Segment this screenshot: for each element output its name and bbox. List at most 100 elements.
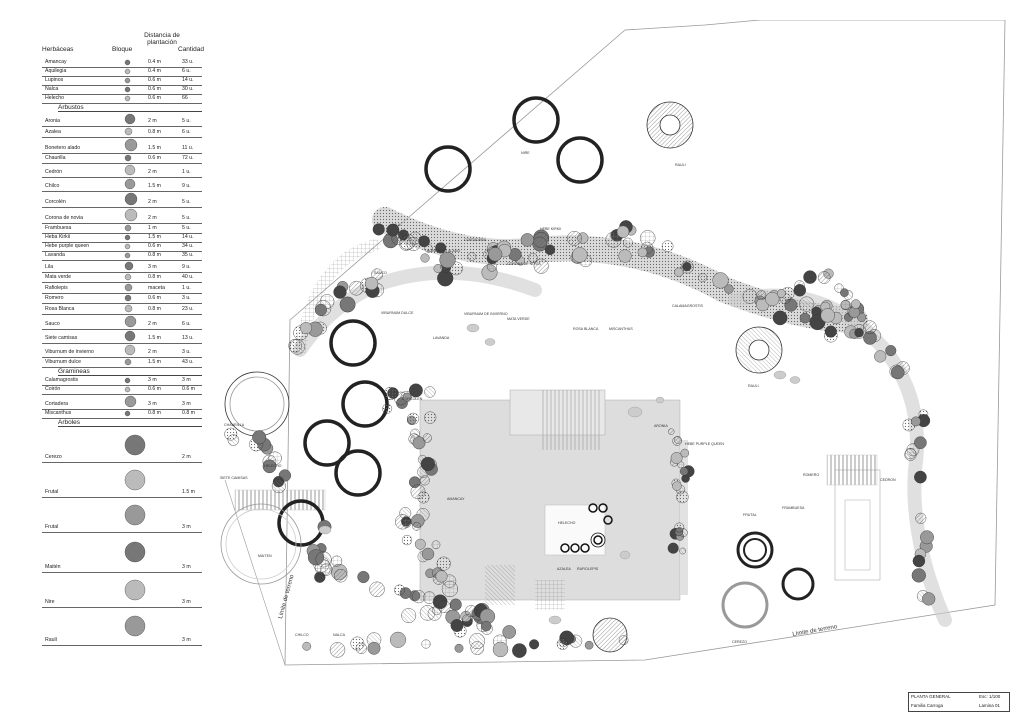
legend-distance: 0.8 m (148, 306, 161, 312)
legend-distance: 1 m (148, 225, 157, 231)
shrub-symbol (431, 540, 441, 550)
shrub-symbol (412, 521, 421, 531)
shrub-symbol (401, 518, 412, 528)
legend-quantity: 3 m (182, 377, 191, 383)
legend-plant-name: Chilco (45, 183, 60, 189)
shrub-symbol (680, 448, 690, 458)
shrub-symbol (914, 436, 927, 450)
plan-label: RAULI (748, 384, 759, 388)
legend-plant-name: Lavanda (45, 252, 65, 258)
legend-plant-name: Hebe purple queen (45, 243, 90, 249)
shrub-symbol (408, 383, 423, 398)
shrub-symbol (454, 643, 464, 653)
legend-distance: maceta (148, 285, 166, 291)
legend-distance: 2 m (148, 349, 157, 355)
legend-plant-name: Nalca (45, 86, 59, 92)
legend-symbol-icon (124, 330, 136, 342)
shrub-symbol (793, 284, 806, 297)
legend-symbol-icon (124, 541, 146, 563)
plan-label: ROSA BLANCA (573, 327, 599, 331)
legend-quantity: 3 u. (182, 349, 191, 355)
legend-quantity: 30 u. (182, 86, 194, 92)
legend-distance: 0.6 m (148, 95, 161, 101)
plan-label: CEDRON (880, 478, 896, 482)
shrub-symbol (389, 631, 406, 648)
deck-area (234, 489, 326, 511)
stones (318, 323, 801, 625)
legend-symbol-icon (124, 315, 137, 328)
shrub-symbol (616, 225, 630, 239)
legend-plant-name: Corona de novia (45, 215, 84, 221)
shrub-symbol (435, 570, 448, 583)
legend-quantity: 6 u. (182, 68, 191, 74)
legend-quantity: 0.6 m (182, 386, 195, 392)
shrub-symbol (333, 569, 348, 583)
legend-plant-name: Coirón (45, 386, 61, 392)
legend-quantity: 72 u. (182, 155, 194, 161)
shrub-symbol (394, 584, 405, 596)
legend-quantity: 5 u. (182, 199, 191, 205)
shrub-symbol (314, 303, 327, 316)
shrub-symbol (532, 231, 549, 248)
shrub-symbol (367, 641, 381, 655)
shrub-symbol (572, 247, 588, 263)
legend-distance: 0.6 m (148, 86, 161, 92)
legend-plant-name: Raulí (45, 637, 58, 643)
legend-symbol-icon (124, 192, 138, 206)
plan-scale: Esc: 1/100 (979, 694, 1001, 699)
shrub-symbol (436, 556, 451, 571)
legend-quantity: 35 u. (182, 252, 194, 258)
legend-symbol-icon (124, 86, 131, 93)
plan-label: MISCANTHUS (609, 327, 633, 331)
legend-quantity: 1.5 m (182, 489, 195, 495)
shrub-symbol (414, 538, 426, 550)
shrub-symbol (857, 312, 867, 322)
legend-plant-name: Azalea (45, 129, 61, 135)
shrub-symbol (840, 299, 851, 311)
legend-quantity: 9 u. (182, 264, 191, 270)
shrub-symbol (817, 271, 831, 284)
shed-inner (844, 499, 871, 571)
shrub-symbol (422, 433, 432, 443)
legend-distance: 1.5 m (148, 183, 161, 189)
shrub-symbol (299, 322, 312, 335)
header-distancia: Distancia de plantación (144, 32, 180, 46)
legend-symbol-icon (124, 504, 146, 525)
legend-quantity: 5 u. (182, 225, 191, 231)
shrub-symbol (262, 459, 277, 474)
shrub-symbol (682, 262, 692, 272)
legend-distance: 3 m (148, 401, 157, 407)
plan-label: AMANCAY (447, 497, 465, 501)
shrub-symbol (424, 411, 437, 424)
legend-plant-name: Bonetero alado (45, 145, 81, 151)
legend-quantity: 0.8 m (182, 410, 195, 416)
rauli-trees (220, 101, 783, 653)
shrub-symbol (798, 296, 815, 312)
shrub-symbol (401, 534, 413, 546)
shrub-symbol (584, 640, 594, 650)
legend-distance: 2 m (148, 169, 157, 175)
plan-label: MATA VERDE (507, 317, 530, 321)
shrub-symbol (407, 412, 420, 425)
shrub-symbol (481, 620, 492, 632)
shrub-symbol (922, 592, 936, 606)
shrub-symbol (488, 247, 503, 262)
shrub-symbol (544, 244, 556, 256)
shrub-symbol (890, 365, 905, 380)
shrub-symbol (527, 252, 538, 263)
legend-distance: 0.6 m (148, 155, 161, 161)
plan-label: VIBURNUM DE INVIERNO (464, 312, 508, 316)
legend-plant-name: Cortadera (45, 401, 69, 407)
